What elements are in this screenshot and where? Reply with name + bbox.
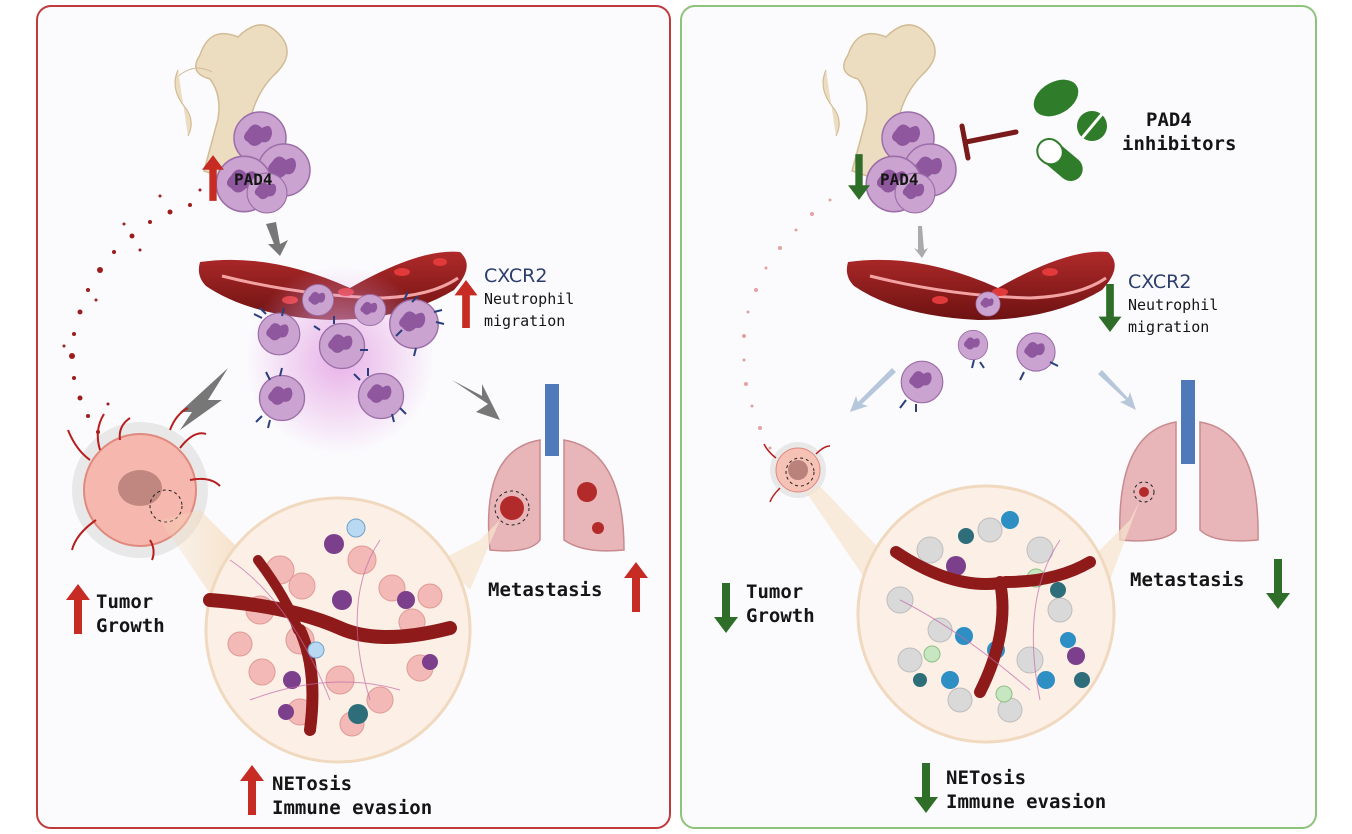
- right-migration-line1: Neutrophil: [1128, 296, 1218, 314]
- left-pad4-label: PAD4: [234, 170, 273, 189]
- right-tumor-line2: Growth: [746, 605, 815, 627]
- right-arrow-to-tumor: [850, 368, 896, 412]
- left-cxcr2-label: CXCR2: [484, 265, 547, 287]
- left-tumor-line2: Growth: [96, 615, 165, 637]
- right-metastasis-label: Metastasis: [1130, 569, 1244, 591]
- left-arrow-to-tumor: [180, 368, 228, 430]
- right-inhibition-symbol: [959, 123, 1019, 161]
- right-inhibitors-line1: PAD4: [1146, 109, 1192, 131]
- right-tumor-line1: Tumor: [746, 581, 803, 603]
- right-tumor: [763, 442, 831, 503]
- left-panel: PAD4: [62, 24, 648, 819]
- right-particle-trail: [742, 198, 832, 450]
- right-bone: [822, 24, 936, 182]
- right-beam-tumor: [806, 486, 890, 580]
- right-panel-frame: [680, 5, 1317, 829]
- left-arrow-to-lung: [452, 380, 500, 420]
- right-arrow-bone-vessel: [914, 226, 928, 258]
- right-microenvironment-circle: [856, 484, 1116, 744]
- left-particle-trail: [62, 188, 202, 434]
- left-migrating-neutrophils: [245, 265, 445, 455]
- left-tumor-line1: Tumor: [96, 591, 153, 613]
- right-arrow-to-lung: [1098, 370, 1136, 410]
- right-panel: PAD4 PAD4 inhibitors: [714, 24, 1290, 813]
- right-pad4-pills-icon: [1033, 79, 1107, 181]
- left-metastasis-label: Metastasis: [488, 579, 602, 601]
- left-arrow-bone-vessel: [266, 222, 288, 256]
- left-bone: [174, 24, 288, 182]
- right-lungs: [1119, 380, 1259, 542]
- left-netosis-line2: Immune evasion: [272, 797, 432, 819]
- left-migration-line1: Neutrophil: [484, 290, 574, 308]
- left-migration-line2: migration: [484, 312, 565, 330]
- right-cxcr2-label: CXCR2: [1128, 271, 1191, 293]
- right-migration-line2: migration: [1128, 318, 1209, 336]
- left-lungs: [487, 384, 625, 552]
- right-netosis-line2: Immune evasion: [946, 791, 1106, 813]
- right-inhibitors-line2: inhibitors: [1122, 133, 1236, 155]
- right-blood-vessel: [846, 251, 1115, 320]
- left-netosis-line1: NETosis: [272, 773, 352, 795]
- left-microenvironment-circle: [203, 496, 472, 764]
- right-netosis-line1: NETosis: [946, 767, 1026, 789]
- right-migrating-neutrophils: [899, 291, 1059, 412]
- right-pad4-label: PAD4: [880, 170, 919, 189]
